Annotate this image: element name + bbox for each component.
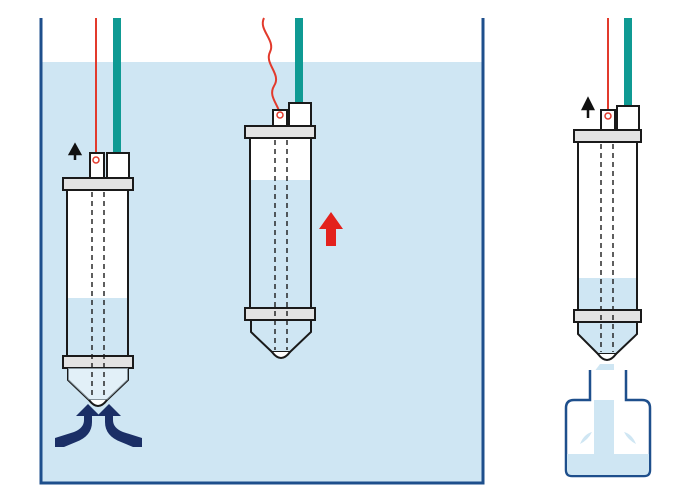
bottom-valve [597,353,617,361]
sampler-walls [577,142,638,312]
bottom-valve [88,399,108,407]
top-band [573,129,642,143]
splash-right [624,432,636,444]
pull-up-arrow-icon [580,96,596,118]
inflow-arrow-icon [55,404,142,447]
bottom-band [573,309,642,323]
inflow-arrow-left [55,404,100,447]
sampler-water-level [67,298,128,358]
top-band [244,125,316,139]
valve-ring [92,156,100,164]
sampler-water-level [250,180,311,310]
sampler-draining [564,18,652,478]
bottom-band [62,355,134,369]
tank-wall [39,18,485,485]
sampler-water-level [578,278,637,312]
sampler-cone [577,321,638,355]
splash-left [580,432,592,444]
bottom-band [244,307,316,321]
sampler-lowered [62,18,134,407]
inflow-arrow-right [97,404,142,447]
bottom-valve [271,351,291,359]
bottle-water [567,454,649,475]
hose-fitting [616,105,640,133]
valve-ring [604,112,612,120]
valve-ring [276,111,284,119]
pull-up-arrow-icon [67,142,83,160]
sampler-walls [249,138,312,310]
hose-fitting [288,102,312,129]
lift-arrow-icon [319,212,343,246]
top-band [62,177,134,191]
sampler-raised [244,17,343,359]
sampler-walls [66,190,129,358]
sampler-cable [261,17,281,115]
hose-fitting [106,152,130,179]
